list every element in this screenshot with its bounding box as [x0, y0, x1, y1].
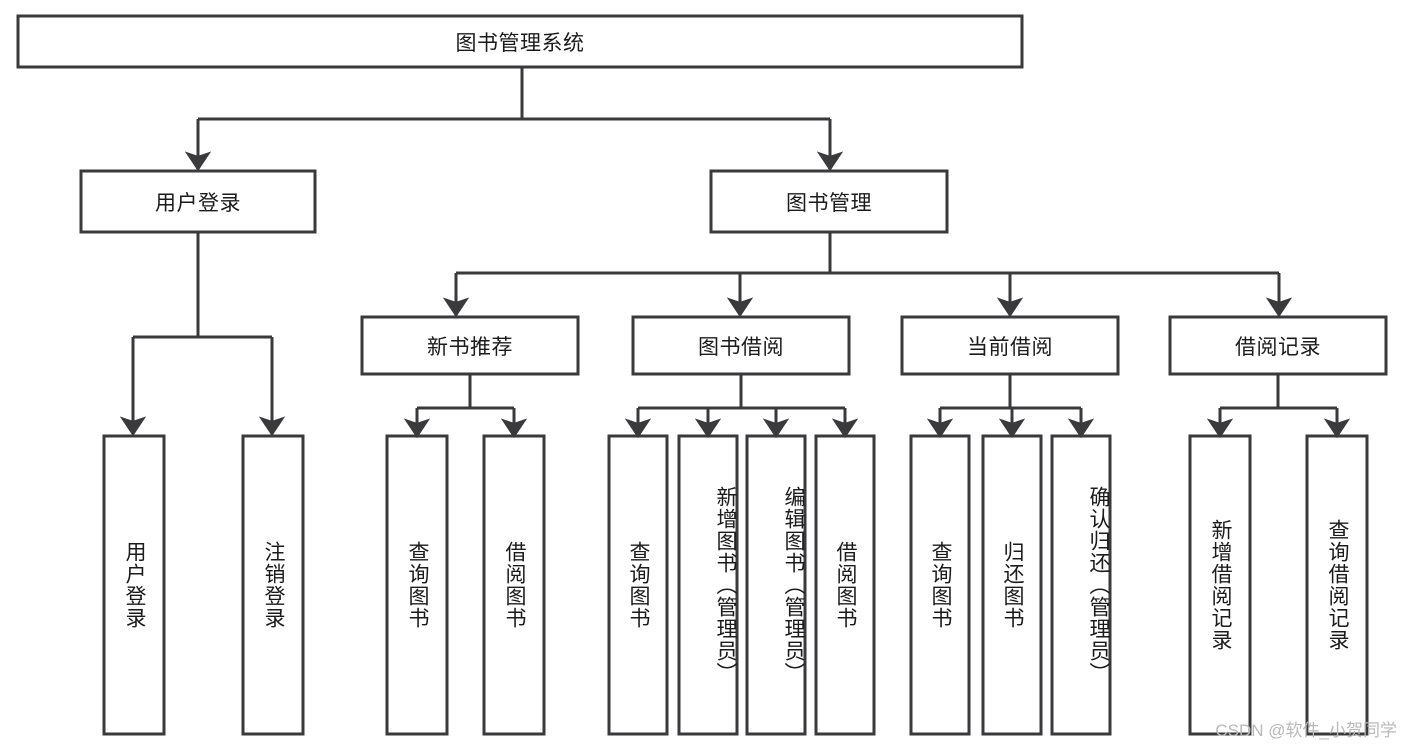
node-box-leaf-current-1[interactable] — [909, 434, 971, 736]
node-box-leaf-recommend-2[interactable] — [482, 434, 546, 736]
node-box-leaf-borrow-2[interactable] — [677, 434, 739, 736]
node-box-book-management[interactable] — [709, 169, 949, 234]
node-box-borrow-records[interactable] — [1168, 315, 1388, 376]
node-box-leaf-record-2[interactable] — [1305, 434, 1369, 736]
node-box-user-login[interactable] — [79, 169, 317, 234]
node-box-leaf-current-3[interactable] — [1050, 434, 1112, 736]
node-box-current-borrow[interactable] — [900, 315, 1120, 376]
node-box-leaf-record-1[interactable] — [1188, 434, 1252, 736]
node-box-book-borrow[interactable] — [631, 315, 851, 376]
node-box-root[interactable] — [16, 14, 1024, 69]
node-box-leaf-borrow-1[interactable] — [607, 434, 669, 736]
node-box-leaf-current-2[interactable] — [981, 434, 1043, 736]
node-box-leaf-recommend-1[interactable] — [385, 434, 449, 736]
node-box-leaf-borrow-4[interactable] — [814, 434, 876, 736]
node-box-leaf-user-login-2[interactable] — [241, 434, 305, 736]
node-box-leaf-user-login-1[interactable] — [102, 434, 166, 736]
node-box-leaf-borrow-3[interactable] — [745, 434, 807, 736]
node-box-new-book-recommend[interactable] — [360, 315, 580, 376]
